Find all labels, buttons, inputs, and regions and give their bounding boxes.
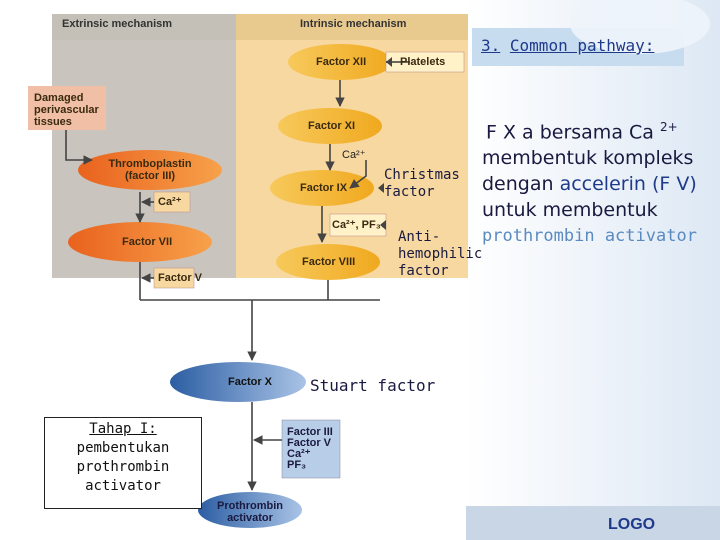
cofactor-list: Factor III Factor V Ca²⁺ PF₃	[287, 426, 333, 471]
arrowhead-christmas	[378, 183, 384, 193]
intrinsic-header-strip	[236, 14, 468, 40]
tahap-box: Tahap I: pembentukan prothrombin activat…	[44, 417, 202, 509]
arrowhead-platelets	[386, 57, 392, 67]
factor-x-pill	[170, 362, 306, 402]
heading-number: 3.	[481, 36, 501, 55]
stuart-factor-label: Stuart factor	[310, 376, 436, 395]
ca-pf3-label: Ca²⁺, PF₃	[332, 219, 381, 231]
factor-ix-pill	[270, 170, 374, 206]
arrow-ca-intrinsic	[349, 160, 367, 189]
body-line-2: membentuk kompleks	[482, 147, 694, 170]
factor-ix-label: Factor IX	[300, 182, 348, 194]
heading-text: Common pathway:	[509, 36, 655, 55]
factor-viii-label: Factor VIII	[302, 256, 356, 268]
factor-xii-pill	[288, 44, 392, 80]
factor-x-label: Factor X	[228, 376, 273, 388]
decor-bubble	[570, 0, 710, 54]
prothrombin-activator-pill	[198, 492, 302, 528]
extrinsic-title: Extrinsic mechanism	[62, 18, 173, 30]
damaged-tissue-label: Damaged perivascular tissues	[34, 92, 99, 128]
section-heading: 3. Common pathway:	[481, 36, 654, 55]
thromboplastin-label: Thromboplastin (factor III)	[108, 158, 192, 182]
intrinsic-ca-label: Ca²⁺	[342, 149, 366, 161]
platelets-label: Platelets	[400, 56, 446, 68]
extrinsic-ca-label: Ca²⁺	[158, 196, 182, 208]
body-line-4: untuk membentuk	[482, 199, 658, 222]
factor-xii-label: Factor XII	[316, 56, 367, 68]
slide-background	[466, 0, 720, 540]
footer-bar	[466, 506, 720, 540]
arrow-tissue-to-thromboplastin	[65, 130, 93, 165]
factor-xi-pill	[278, 108, 382, 144]
prothrombin-activator-label: Prothrombin activator	[217, 500, 283, 524]
factor-xi-label: Factor XI	[308, 120, 356, 132]
factor-vii-pill	[68, 222, 212, 262]
body-line-5: prothrombin activator	[482, 226, 697, 247]
arrowhead-ca-pf3	[380, 220, 386, 230]
logo: LOGO	[608, 516, 656, 533]
slide-body: F X a bersama Ca 2+ membentuk kompleks d…	[482, 114, 718, 249]
body-line-1: F X a bersama Ca 2+	[486, 120, 678, 144]
body-line-3: dengan accelerin (F V)	[482, 173, 697, 196]
intrinsic-title: Intrinsic mechanism	[300, 18, 407, 30]
factor-viii-pill	[276, 244, 380, 280]
antihemophilic-factor-label: Anti- hemophilic factor	[398, 229, 483, 279]
cofactor-box	[281, 419, 341, 479]
factor-v-label: Factor V	[158, 272, 203, 284]
factor-vii-label: Factor VII	[122, 236, 173, 248]
christmas-factor-label: Christmas factor	[384, 167, 460, 200]
thromboplastin-pill	[78, 150, 222, 190]
damaged-tissue-box	[28, 86, 106, 130]
